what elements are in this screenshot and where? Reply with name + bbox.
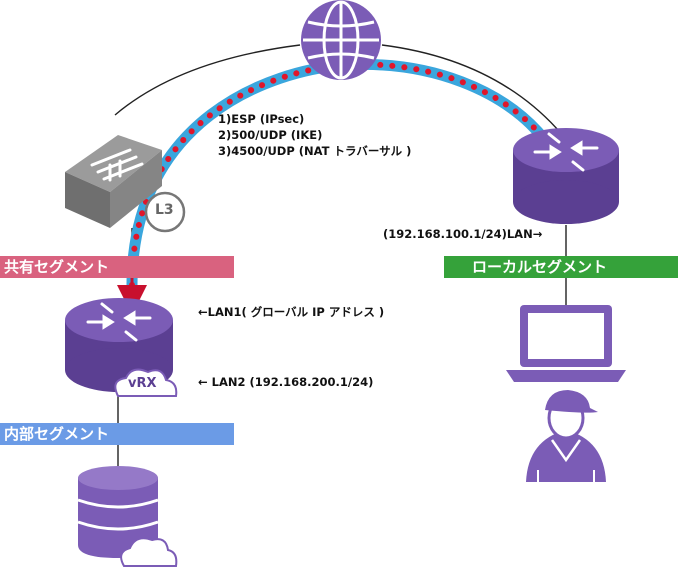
user-icon	[526, 390, 606, 482]
protocol-ike: 2)500/UDP (IKE)	[218, 128, 323, 142]
internet-globe-icon	[301, 0, 381, 80]
local-lan-label: (192.168.100.1/24)LAN→	[383, 227, 543, 241]
l3-switch-icon	[65, 135, 186, 233]
local-segment-label: ローカルセグメント	[444, 256, 678, 278]
lan2-label: ← LAN2 (192.168.200.1/24)	[198, 375, 374, 389]
l3-badge-label: L3	[155, 202, 174, 218]
line-switch-to-globe	[114, 44, 301, 116]
line-globe-to-router	[381, 44, 566, 139]
local-router-icon	[513, 128, 619, 224]
vrx-badge-label: vRX	[128, 376, 157, 391]
lan1-label: ←LAN1( グローバル IP アドレス )	[198, 305, 385, 319]
protocol-esp: 1)ESP (IPsec)	[218, 112, 305, 126]
laptop-icon	[506, 305, 626, 382]
vrx-router-icon	[65, 298, 178, 397]
shared-segment-label: 共有セグメント	[0, 256, 234, 278]
database-icon	[77, 466, 178, 567]
cloud-icon	[120, 537, 178, 567]
inner-segment-label: 内部セグメント	[0, 423, 234, 445]
protocol-nat-traversal: 3)4500/UDP (NAT トラバーサル )	[218, 144, 412, 158]
l3-badge	[144, 191, 186, 233]
cloud-icon	[114, 368, 178, 397]
